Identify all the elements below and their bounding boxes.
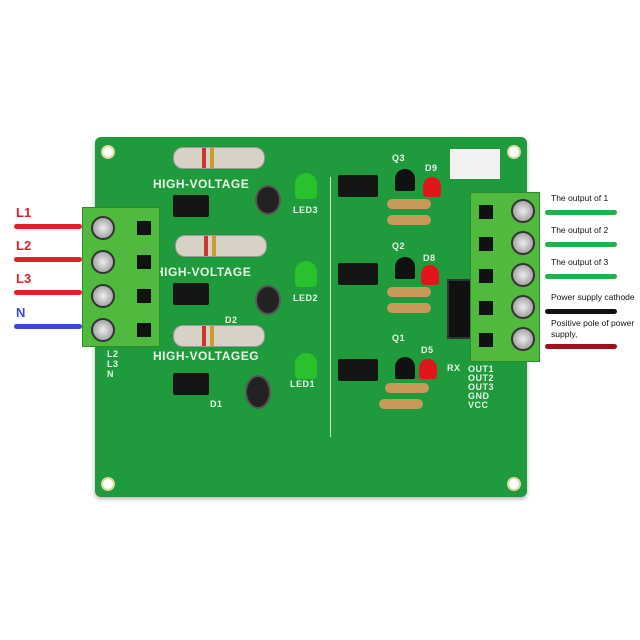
pin-header [447, 279, 473, 339]
mounting-hole [101, 145, 115, 159]
red-led [423, 177, 441, 197]
resistor [385, 383, 429, 393]
silk-led: LED3 [293, 205, 319, 215]
optocoupler [338, 175, 378, 197]
screw-terminal-n[interactable] [91, 318, 115, 342]
wire-slot [137, 289, 151, 303]
wire-slot [479, 301, 493, 315]
screw-terminal-out3[interactable] [511, 263, 535, 287]
input-wire-marker [14, 224, 82, 229]
red-led [421, 265, 439, 285]
bridge-rectifier [173, 373, 209, 395]
output-wire-marker [545, 344, 617, 349]
silk-high-voltage: HIGH-VOLTAGE [153, 177, 250, 191]
screw-terminal-out1[interactable] [511, 199, 535, 223]
screw-terminal-vcc[interactable] [511, 327, 535, 351]
silk-led: LED2 [293, 293, 319, 303]
mounting-hole [507, 145, 521, 159]
mounting-hole [101, 477, 115, 491]
capacitor [245, 375, 271, 409]
output-wire-marker [545, 309, 617, 314]
silk-pin: OUT1 [468, 364, 495, 374]
green-led [295, 173, 317, 199]
mounting-hole [507, 477, 521, 491]
silk-pin-list: OUT1 OUT2 OUT3 GND VCC [468, 365, 494, 410]
wire-slot [479, 269, 493, 283]
capacitor [255, 285, 281, 315]
input-wire-marker [14, 257, 82, 262]
red-led [419, 359, 437, 379]
bridge-rectifier [173, 283, 209, 305]
wire-slot [479, 205, 493, 219]
input-label: L3 [16, 271, 32, 286]
screw-terminal-l3[interactable] [91, 284, 115, 308]
wire-slot [137, 323, 151, 337]
output-label: The output of 1 [551, 193, 609, 203]
screw-terminal-out2[interactable] [511, 231, 535, 255]
silk-transistor: Q1 [392, 333, 406, 343]
output-label: Positive pole of power supply, [551, 318, 635, 339]
silk-pin: OUT3 [468, 382, 495, 392]
output-label: The output of 3 [551, 257, 609, 267]
silk-pin: VCC [468, 400, 489, 410]
resistor [379, 399, 423, 409]
input-wire-marker [14, 324, 82, 329]
wire-slot [479, 237, 493, 251]
transistor [395, 257, 415, 279]
wire-slot [137, 221, 151, 235]
capacitor [255, 185, 281, 215]
output-label: The output of 2 [551, 225, 609, 235]
silk-red-led: D5 [421, 345, 434, 355]
silk-left-terminal: L2 L3 N [107, 349, 119, 379]
silk-high-voltage: HIGH-VOLTAGEG [153, 349, 260, 363]
isolation-line [330, 177, 331, 437]
silk-red-led: D9 [425, 163, 438, 173]
silk-terminal: N [107, 369, 114, 379]
output-wire-marker [545, 274, 617, 279]
silk-diode: D2 [225, 315, 238, 325]
resistor [387, 287, 431, 297]
screw-terminal-l1[interactable] [91, 216, 115, 240]
silk-high-voltage: HIGH-VOLTAGE [155, 265, 252, 279]
silk-transistor: Q2 [392, 241, 406, 251]
green-led [295, 353, 317, 379]
power-resistor [173, 325, 265, 347]
input-label: N [16, 305, 26, 320]
output-wire-marker [545, 210, 617, 215]
resistor [387, 215, 431, 225]
output-wire-marker [545, 242, 617, 247]
input-terminal-block [82, 207, 160, 347]
label-sticker [450, 149, 500, 179]
wire-slot [137, 255, 151, 269]
input-wire-marker [14, 290, 82, 295]
silk-diode: D1 [210, 399, 223, 409]
power-resistor [175, 235, 267, 257]
bridge-rectifier [173, 195, 209, 217]
silk-red-led: D8 [423, 253, 436, 263]
resistor [387, 303, 431, 313]
silk-terminal: L3 [107, 359, 119, 369]
optocoupler [338, 263, 378, 285]
screw-terminal-l2[interactable] [91, 250, 115, 274]
transistor [395, 169, 415, 191]
input-label: L2 [16, 238, 32, 253]
transistor [395, 357, 415, 379]
output-label: Power supply cathode [551, 292, 635, 302]
power-resistor [173, 147, 265, 169]
optocoupler [338, 359, 378, 381]
silk-terminal: L2 [107, 349, 119, 359]
silk-pin: GND [468, 391, 490, 401]
output-terminal-block [470, 192, 540, 362]
pcb-board: HIGH-VOLTAGE HIGH-VOLTAGE HIGH-VOLTAGEG … [95, 137, 527, 497]
silk-pin: OUT2 [468, 373, 495, 383]
wire-slot [479, 333, 493, 347]
screw-terminal-gnd[interactable] [511, 295, 535, 319]
resistor [387, 199, 431, 209]
silk-pin: RX [447, 363, 461, 373]
input-label: L1 [16, 205, 32, 220]
silk-led: LED1 [290, 379, 316, 389]
green-led [295, 261, 317, 287]
silk-transistor: Q3 [392, 153, 406, 163]
